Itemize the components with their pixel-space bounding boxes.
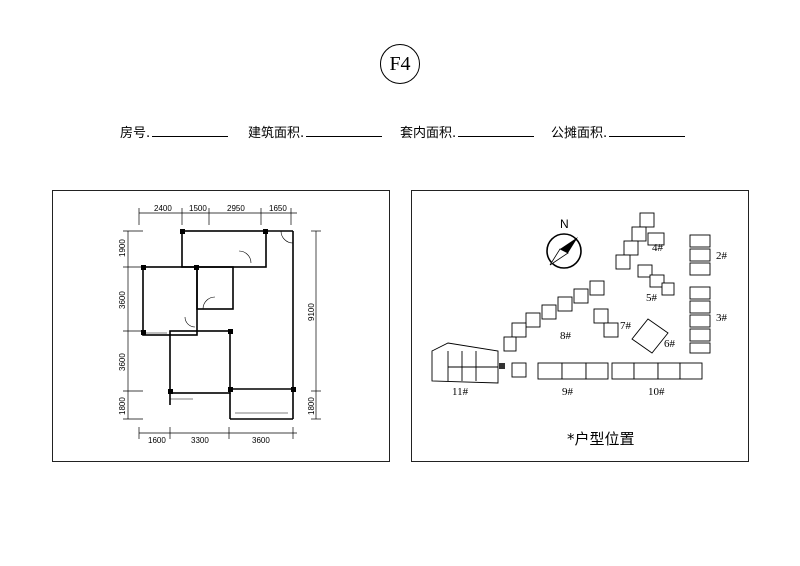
field-interior-area: 套内面积.	[400, 122, 535, 141]
dimension-label: 3600	[252, 436, 270, 445]
dimension-label: 2950	[227, 204, 245, 213]
field-label: 建筑面积.	[248, 126, 305, 141]
building-block-5	[637, 264, 675, 296]
building-label: 10#	[648, 386, 665, 398]
field-building-area: 建筑面积.	[248, 122, 383, 141]
building-block-6	[631, 318, 669, 354]
site-plan-panel: N	[411, 190, 749, 462]
floor-plan-drawing: 2400 1500 2950 1650 1600 3300 3600 1900 …	[118, 204, 321, 445]
compass-icon	[546, 233, 582, 269]
building-block-4	[615, 212, 665, 270]
building-block-11	[431, 342, 499, 384]
left-dimension-labels: 1900 3600 3600 1800	[118, 239, 127, 415]
field-blank-line[interactable]	[152, 124, 229, 137]
dimension-label: 2400	[154, 204, 172, 213]
building-label: 6#	[664, 338, 676, 350]
dimension-label: 1600	[148, 436, 166, 445]
right-dimension-labels: 9100 1800	[307, 303, 316, 415]
site-plan-drawing: N	[431, 212, 728, 398]
unit-code-badge: F4	[380, 44, 420, 84]
building-block-7	[593, 308, 619, 338]
field-blank-line[interactable]	[458, 124, 535, 137]
field-label: 套内面积.	[400, 126, 457, 141]
field-shared-area: 公摊面积.	[551, 122, 686, 141]
building-label: 2#	[716, 250, 728, 262]
building-label: 3#	[716, 312, 728, 324]
field-label: 房号.	[120, 126, 151, 141]
field-label: 公摊面积.	[551, 126, 608, 141]
unit-location-caption: *户型位置	[567, 430, 635, 448]
building-block-3	[689, 286, 711, 354]
dimension-label: 1800	[118, 397, 127, 415]
dimension-label: 1500	[189, 204, 207, 213]
building-label: 8#	[560, 330, 572, 342]
dimension-label: 3600	[118, 353, 127, 371]
building-label: 4#	[652, 242, 664, 254]
unit-location-marker	[499, 363, 505, 369]
dimension-label: 3600	[118, 291, 127, 309]
top-dimension-labels: 2400 1500 2950 1650	[154, 204, 287, 213]
building-label: 9#	[562, 386, 574, 398]
compass-north-label: N	[560, 217, 569, 231]
building-block-9	[511, 362, 609, 380]
building-label: 11#	[452, 386, 469, 398]
building-block-8	[503, 280, 605, 352]
building-label: 7#	[620, 320, 632, 332]
bottom-dimension-labels: 1600 3300 3600	[148, 436, 270, 445]
field-room-number: 房号.	[120, 122, 229, 141]
dimension-label: 1650	[269, 204, 287, 213]
field-blank-line[interactable]	[609, 124, 686, 137]
dimension-label: 3300	[191, 436, 209, 445]
unit-code: F4	[389, 52, 411, 75]
floor-plan-panel: 2400 1500 2950 1650 1600 3300 3600 1900 …	[52, 190, 390, 462]
dimension-label: 1800	[307, 397, 316, 415]
building-block-2	[689, 234, 711, 276]
dimension-label: 9100	[307, 303, 316, 321]
dimension-label: 1900	[118, 239, 127, 257]
building-block-10	[611, 362, 703, 380]
building-label: 5#	[646, 292, 658, 304]
field-blank-line[interactable]	[306, 124, 383, 137]
